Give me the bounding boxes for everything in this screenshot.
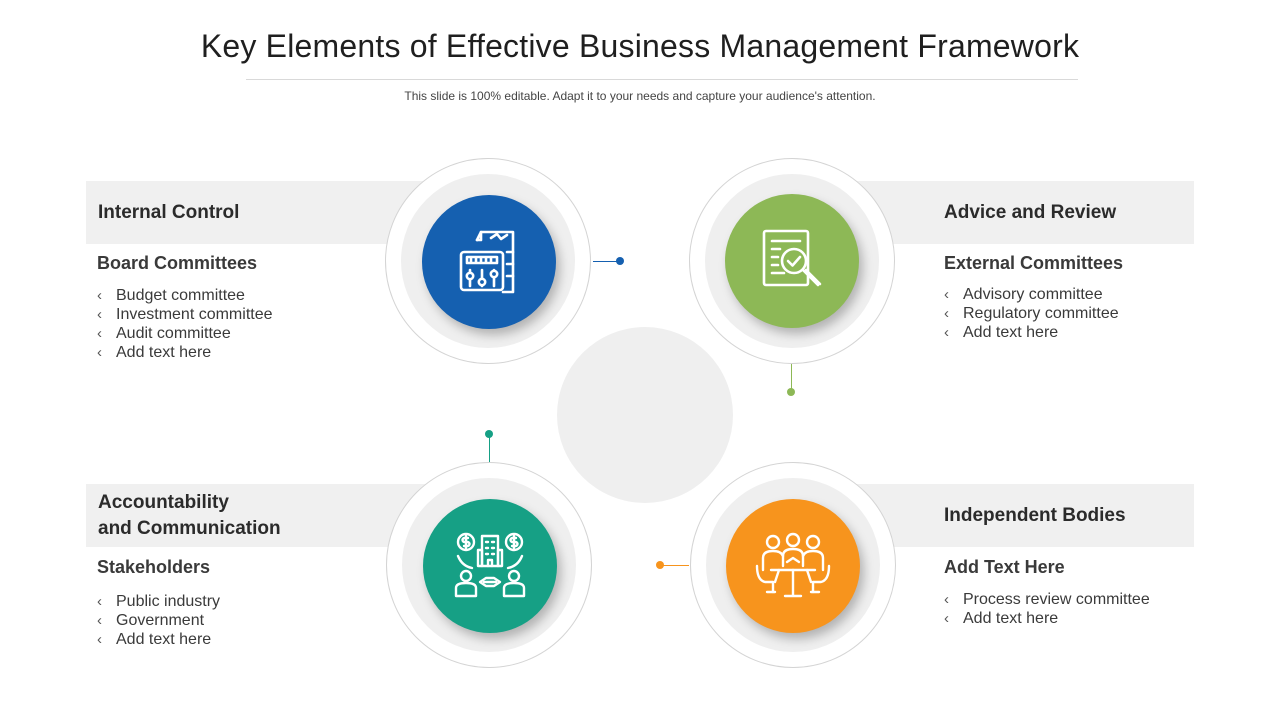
- disc-accountability: [423, 499, 557, 633]
- list-item: Add text here: [97, 630, 220, 649]
- list-item: Budget committee: [97, 286, 273, 305]
- band-internal-control: [86, 181, 446, 244]
- list-item: Add text here: [944, 323, 1119, 342]
- center-circle: [557, 327, 733, 503]
- slide-subtitle: This slide is 100% editable. Adapt it to…: [404, 89, 876, 103]
- disc-internal-control: [422, 195, 556, 329]
- subtitle-board-committees: Board Committees: [97, 253, 258, 273]
- subtitle-external-committees: External Committees: [944, 253, 1124, 273]
- title-line-2: and Communication: [98, 518, 281, 539]
- list-advice-review: Advisory committee Regulatory committee …: [944, 285, 1119, 342]
- list-item: Add text here: [944, 609, 1150, 628]
- list-independent-bodies: Process review committee Add text here: [944, 590, 1150, 628]
- list-accountability: Public industry Government Add text here: [97, 592, 220, 649]
- title-advice-review: Advice and Review: [944, 202, 1117, 223]
- document-magnifier-check-icon: [762, 229, 822, 287]
- band-independent-bodies: [840, 484, 1194, 547]
- list-item: Add text here: [97, 343, 273, 362]
- connector-bottom-right: [661, 565, 689, 566]
- list-item: Public industry: [97, 592, 220, 611]
- list-item: Investment committee: [97, 305, 273, 324]
- list-item: Regulatory committee: [944, 304, 1119, 323]
- stakeholders-building-icon: [454, 532, 526, 598]
- title-internal-control: Internal Control: [98, 202, 240, 223]
- connector-top-right: [791, 363, 792, 391]
- subtitle-stakeholders: Stakeholders: [97, 557, 211, 577]
- band-accountability: [86, 484, 446, 547]
- slide-title: Key Elements of Effective Business Manag…: [200, 28, 1080, 64]
- title-independent-bodies: Independent Bodies: [944, 505, 1126, 526]
- list-item: Audit committee: [97, 324, 273, 343]
- list-internal-control: Budget committee Investment committee Au…: [97, 286, 273, 362]
- list-item: Process review committee: [944, 590, 1150, 609]
- title-divider: [246, 79, 1078, 80]
- connector-top-left: [593, 261, 619, 262]
- connector-dot-top-left: [616, 257, 624, 265]
- control-panel-document-icon: [459, 230, 515, 294]
- list-item: Advisory committee: [944, 285, 1119, 304]
- connector-dot-bottom-right: [656, 561, 664, 569]
- meeting-table-icon: [755, 532, 831, 598]
- connector-bottom-left: [489, 436, 490, 464]
- disc-advice-review: [725, 194, 859, 328]
- list-item: Government: [97, 611, 220, 630]
- band-advice-review: [840, 181, 1194, 244]
- title-accountability: Accountability and Communication: [98, 490, 281, 542]
- disc-independent-bodies: [726, 499, 860, 633]
- title-line-1: Accountability: [98, 492, 229, 513]
- connector-dot-top-right: [787, 388, 795, 396]
- subtitle-add-text: Add Text Here: [944, 557, 1065, 577]
- connector-dot-bottom-left: [485, 430, 493, 438]
